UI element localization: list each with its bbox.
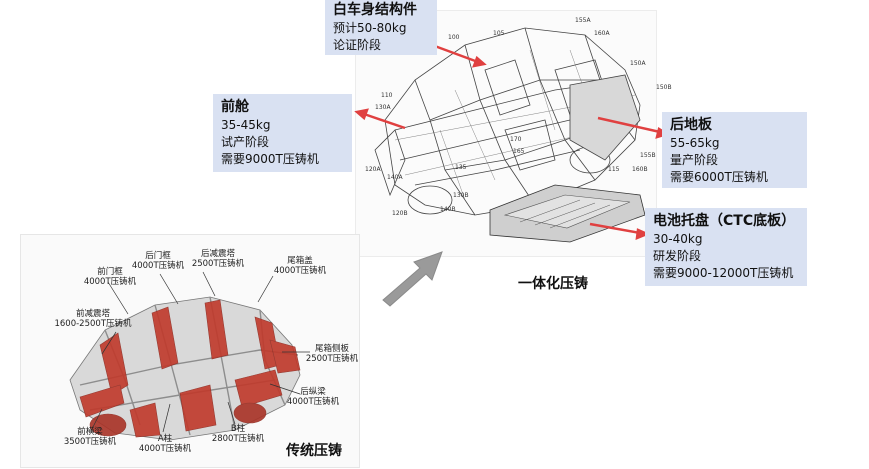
ref-number: 120A <box>365 166 381 173</box>
ref-number: 140B <box>440 206 456 213</box>
ref-number: 115 <box>608 166 620 173</box>
callout-title: 白车身结构件 <box>333 2 417 18</box>
ref-number: 105 <box>493 30 505 37</box>
ref-number: 120B <box>392 210 408 217</box>
callout-title: 前舱 <box>221 99 249 115</box>
ref-number: 110 <box>381 92 393 99</box>
callout-line: 需要6000T压铸机 <box>670 170 768 184</box>
callout-line: 预计50-80kg <box>333 21 407 35</box>
callout-line: 研发阶段 <box>653 249 702 263</box>
callout-title: 后地板 <box>670 117 712 133</box>
traditional-car-drawing <box>69 296 301 441</box>
traditional-caption: 传统压铸 <box>286 443 342 459</box>
ref-number: 170 <box>510 136 522 143</box>
callout-line: 试产阶段 <box>221 135 270 149</box>
ref-number: 130B <box>453 192 469 199</box>
ref-number: 100 <box>448 34 460 41</box>
ref-number: 160A <box>594 30 610 37</box>
ref-number: 140A <box>387 174 403 181</box>
ref-number: 155A <box>575 17 591 24</box>
callout-rear-floor: 后地板 55-65kg 量产阶段 需要6000T压铸机 <box>662 112 807 188</box>
leader-lines <box>91 271 310 433</box>
callout-title: 电池托盘（CTC底板） <box>653 213 796 229</box>
callout-line: 55-65kg <box>670 136 720 150</box>
callout-line: 论证阶段 <box>333 38 382 52</box>
callout-front-cabin: 前舱 35-45kg 试产阶段 需要9000T压铸机 <box>213 94 352 172</box>
ref-number: 160B <box>632 166 648 173</box>
callout-line: 35-45kg <box>221 118 271 132</box>
ref-number: 165 <box>513 148 525 155</box>
ref-number: 130A <box>375 104 391 111</box>
callout-line: 需要9000-12000T压铸机 <box>653 266 794 280</box>
ref-number: 135 <box>455 164 467 171</box>
callout-line: 需要9000T压铸机 <box>221 152 319 166</box>
integrated-car-drawing <box>374 27 646 243</box>
ref-number: 155B <box>640 152 656 159</box>
transition-arrow-icon <box>382 251 443 307</box>
ref-number: 150B <box>656 84 672 91</box>
ref-number: 150A <box>630 60 646 67</box>
integrated-caption: 一体化压铸 <box>518 276 588 292</box>
callout-line: 30-40kg <box>653 232 703 246</box>
callout-battery-tray: 电池托盘（CTC底板） 30-40kg 研发阶段 需要9000-12000T压铸… <box>645 208 807 286</box>
callout-body-in-white: 白车身结构件 预计50-80kg 论证阶段 <box>325 0 437 55</box>
callout-line: 量产阶段 <box>670 153 719 167</box>
